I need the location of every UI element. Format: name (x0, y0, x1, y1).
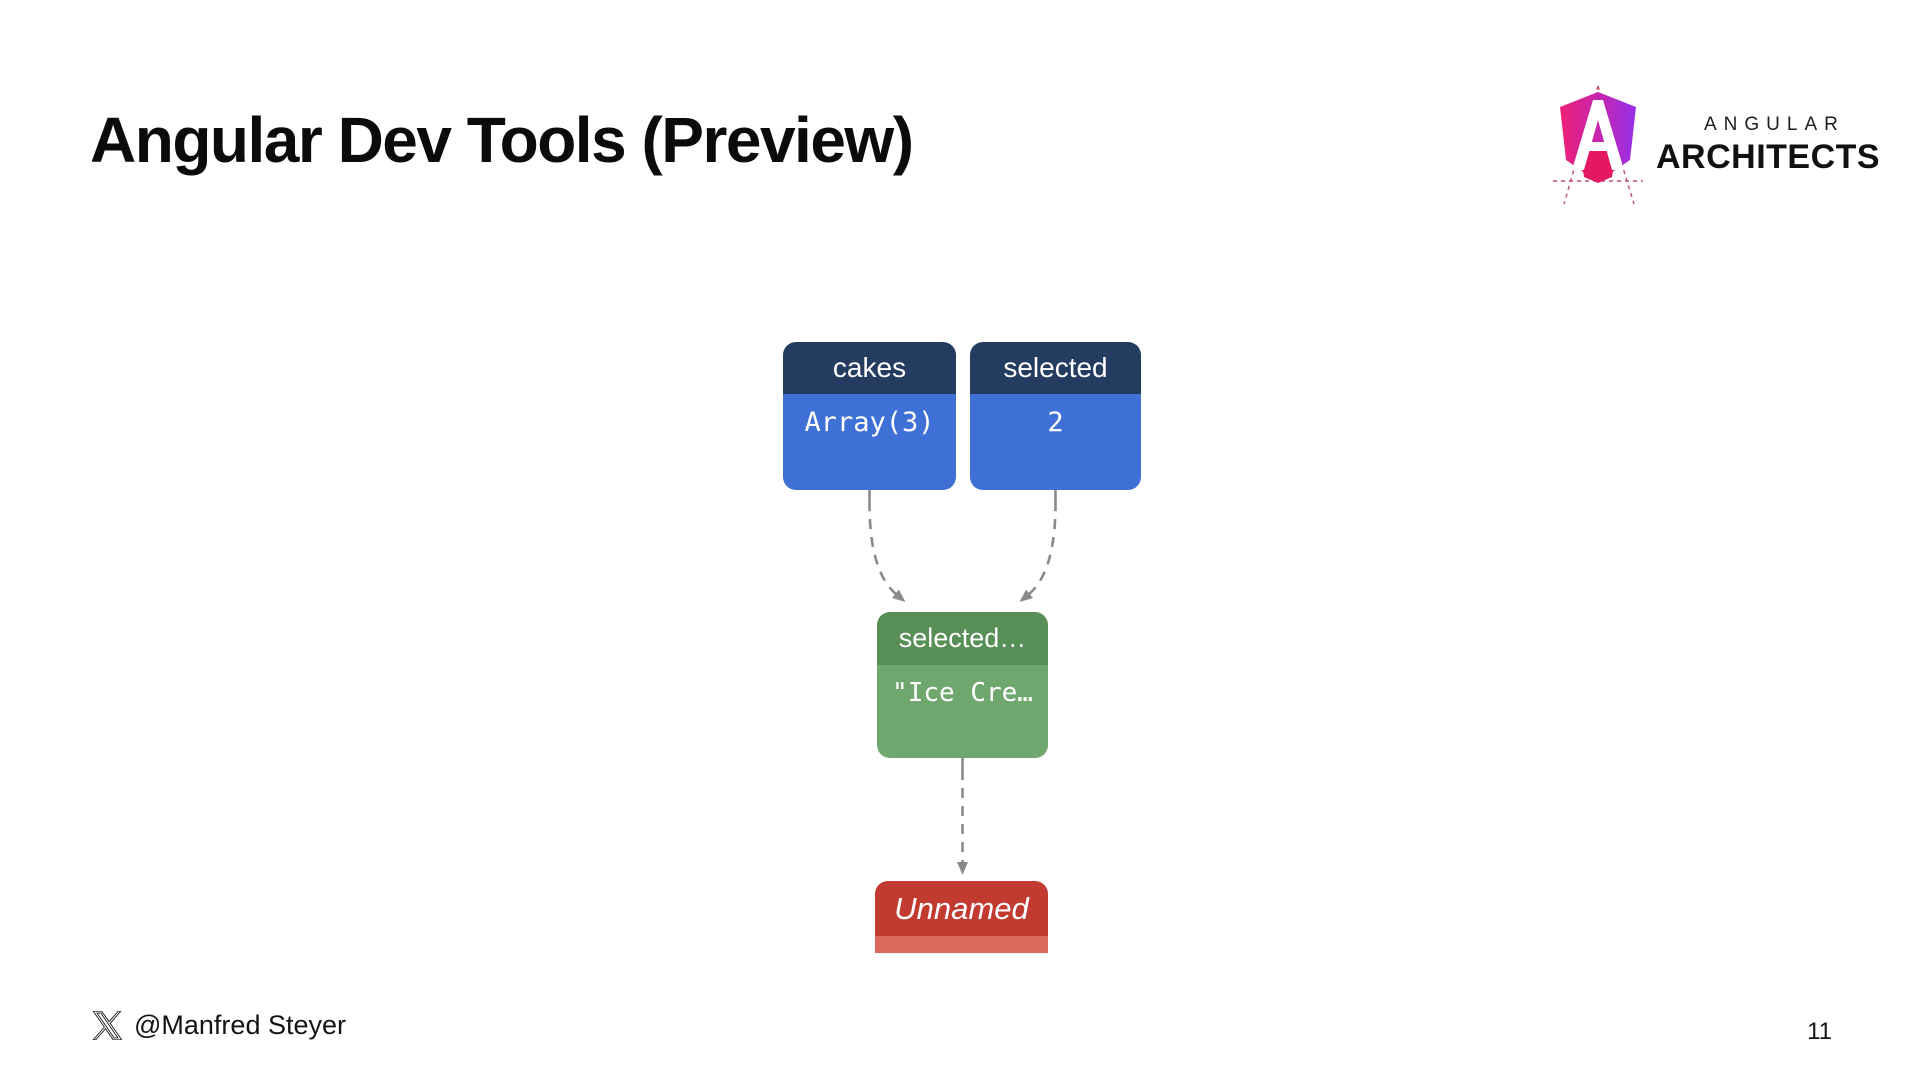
page-number: 11 (1807, 1018, 1832, 1045)
graph-node-cakes: cakes Array(3) (783, 342, 956, 490)
footer: @Manfred Steyer (92, 1010, 346, 1041)
angular-architects-logo: ANGULAR ARCHITECTS (1552, 84, 1880, 208)
x-twitter-icon (92, 1011, 123, 1040)
node-title: Unnamed (875, 881, 1048, 936)
logo-word-architects: ARCHITECTS (1656, 138, 1881, 176)
edge-cakes-to-selected-cake (868, 500, 906, 602)
node-value: 2 (970, 394, 1141, 490)
angular-architects-logo-icon (1553, 85, 1643, 205)
node-title: selected… (877, 612, 1048, 665)
node-title: selected (970, 342, 1141, 394)
node-value: "Ice Cre… (877, 665, 1048, 758)
graph-node-unnamed: Unnamed (875, 881, 1048, 953)
node-title: cakes (783, 342, 956, 394)
graph-node-selected: selected 2 (970, 342, 1141, 490)
logo-wordmark: ANGULAR ARCHITECTS (1656, 114, 1880, 177)
page-title: Angular Dev Tools (Preview) (90, 104, 914, 176)
graph-node-selected-cake: selected… "Ice Cre… (877, 612, 1048, 758)
footer-author-handle: @Manfred Steyer (134, 1010, 346, 1040)
logo-word-angular: ANGULAR (1704, 114, 1845, 135)
edge-selected-to-selected-cake (1019, 500, 1057, 602)
node-body-strip (875, 936, 1048, 953)
node-value: Array(3) (783, 394, 956, 490)
